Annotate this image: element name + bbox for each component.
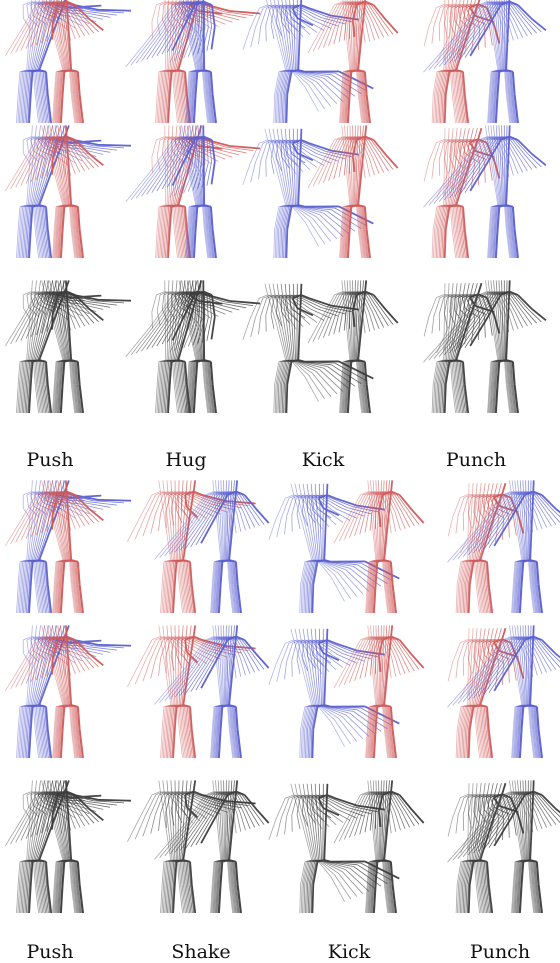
skeleton-frame xyxy=(347,125,393,258)
panel-bottom-punch-middle xyxy=(448,625,560,758)
panel-bottom-kick-top xyxy=(269,480,424,613)
bottom-label-punch: Punch xyxy=(470,941,530,963)
top-label-push: Push xyxy=(26,449,73,471)
panel-bottom-kick-bottom xyxy=(269,780,424,913)
panel-bottom-push-top xyxy=(5,480,131,613)
top-label-punch: Punch xyxy=(446,449,506,471)
panel-bottom-push-middle xyxy=(5,625,131,758)
panel-top-punch-top xyxy=(424,0,546,123)
panel-top-kick-middle xyxy=(243,125,398,258)
panel-top-hug-top xyxy=(126,0,260,123)
panel-bottom-shake-middle xyxy=(127,625,268,758)
bottom-label-push: Push xyxy=(26,941,73,963)
skeleton-frame xyxy=(373,480,419,613)
panel-bottom-shake-top xyxy=(127,480,268,613)
panel-top-hug-middle xyxy=(126,125,260,258)
skeleton-frame xyxy=(243,0,319,123)
panel-top-push-middle xyxy=(5,125,131,258)
top-label-hug: Hug xyxy=(166,449,207,471)
panel-bottom-punch-top xyxy=(448,480,560,613)
panel-top-kick-top xyxy=(243,0,398,123)
panel-top-push-bottom xyxy=(5,280,131,413)
bottom-label-shake: Shake xyxy=(171,941,230,963)
skeleton-frame xyxy=(259,0,331,123)
top-label-kick: Kick xyxy=(302,449,345,471)
bottom-label-kick: Kick xyxy=(328,941,371,963)
skeleton-frame xyxy=(347,280,393,413)
panel-top-push-top xyxy=(5,0,131,123)
panel-top-punch-bottom xyxy=(424,280,546,413)
skeleton-frame xyxy=(373,780,419,913)
panel-bottom-shake-bottom xyxy=(127,780,268,913)
panel-bottom-punch-bottom xyxy=(448,780,560,913)
panel-bottom-kick-middle xyxy=(269,625,424,758)
panel-top-punch-middle xyxy=(424,125,546,258)
panel-top-hug-bottom xyxy=(126,280,260,413)
panel-bottom-push-bottom xyxy=(5,780,131,913)
skeleton-frame xyxy=(373,625,419,758)
panel-top-kick-bottom xyxy=(243,280,398,413)
